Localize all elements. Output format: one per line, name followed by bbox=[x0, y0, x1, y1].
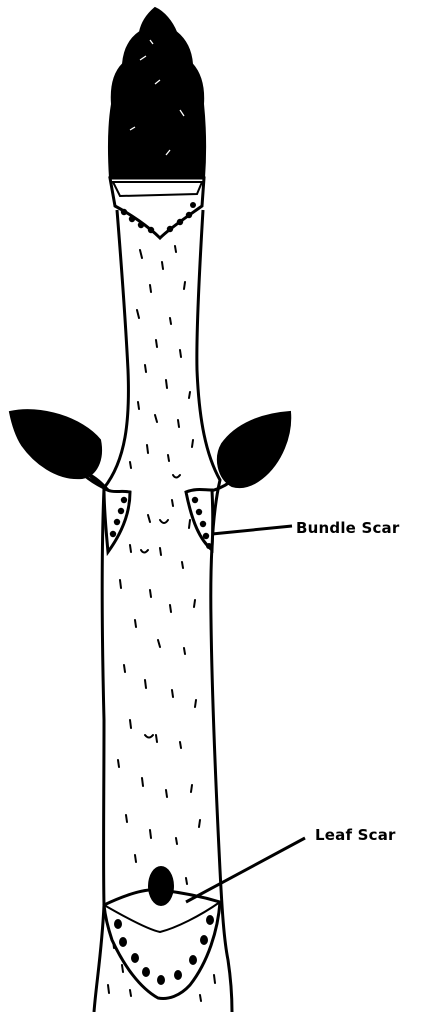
lateral-bud-left bbox=[10, 410, 110, 492]
leaf-scar-left bbox=[104, 488, 130, 552]
leaf-scar-lower bbox=[104, 866, 220, 998]
leader-lines bbox=[186, 526, 305, 902]
leaf-scar-label: Leaf Scar bbox=[315, 826, 396, 844]
bundle-scar-label: Bundle Scar bbox=[296, 519, 400, 537]
axillary-bud bbox=[148, 866, 174, 906]
bundle-scar-leader bbox=[212, 526, 292, 534]
terminal-bud bbox=[109, 8, 205, 178]
leaf-scar-leader bbox=[186, 838, 305, 902]
bud-scale-scar bbox=[110, 178, 204, 238]
